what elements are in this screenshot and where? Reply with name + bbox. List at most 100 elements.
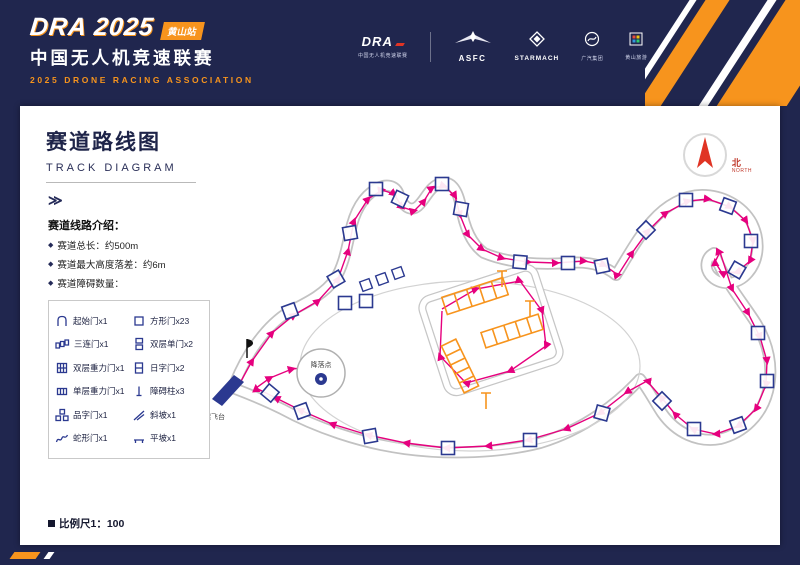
blue-gates	[259, 176, 775, 456]
gate-icon	[440, 440, 456, 456]
snake-gate-icon	[55, 431, 69, 445]
gate-icon	[686, 421, 702, 437]
gate-icon	[718, 196, 738, 216]
bullet-height-drop: ◆赛道最大高度落差：约6m	[48, 260, 166, 271]
track-outline	[233, 183, 770, 453]
legend-item: 双层单门x2	[132, 333, 203, 357]
seal-emblem-icon	[629, 32, 643, 51]
flat-slope-icon	[132, 431, 146, 445]
track-intro: ≫ 赛道线路介绍： ◆赛道总长：约500m ◆赛道最大高度落差：约6m ◆赛道障…	[48, 192, 228, 459]
gate-icon	[728, 415, 748, 435]
track-diagram: 降落点 起飞台	[204, 176, 780, 506]
gate-icon	[341, 224, 359, 242]
legend-item: 平坡x1	[132, 427, 203, 451]
compass-icon	[682, 133, 727, 177]
pin-gate-icon	[55, 408, 69, 422]
gate-icon	[593, 257, 611, 275]
gate-icon	[337, 295, 353, 311]
square-gate-icon	[132, 314, 146, 328]
scale-square-icon	[48, 520, 55, 527]
dra-logo: DRA	[362, 34, 405, 49]
title-block: 赛道路线图 TRACK DIAGRAM	[46, 126, 196, 183]
page-title-en: TRACK DIAGRAM	[46, 162, 196, 183]
legend-left-column: 起始门x1 三连门x1 双层重力门x1 单层重力门x1 品字门x1 蛇形门x1	[55, 309, 126, 450]
partner-asfc: ASFC	[453, 30, 493, 63]
double-gravity-gate-icon	[55, 361, 69, 375]
compass: 北 NORTH	[682, 132, 752, 178]
bullet-track-length: ◆赛道总长：约500m	[48, 241, 139, 252]
legend-item: 障碍柱x3	[132, 380, 203, 404]
takeoff-label: 起飞台	[204, 412, 225, 421]
gate-icon	[759, 373, 775, 389]
scale-indicator: 比例尺1：100	[48, 516, 124, 531]
legend-item: 起始门x1	[55, 309, 126, 333]
gate-icon	[522, 432, 538, 448]
compass-north-cn: 北	[731, 157, 741, 168]
chevron-right-icon: ≫	[48, 192, 63, 208]
gate-icon	[259, 382, 281, 404]
legend-item: 方形门x23	[132, 309, 203, 333]
gate-icon	[512, 254, 528, 270]
gate-icon	[280, 301, 300, 321]
legend-item: 单层重力门x1	[55, 380, 126, 404]
compass-north-en: NORTH	[731, 167, 752, 174]
gate-icon	[678, 192, 694, 208]
header: DRA 2025 黄山站 中国无人机竞速联赛 2025 DRONE RACING…	[0, 0, 800, 106]
asfc-wings-icon	[453, 30, 493, 51]
obstacle-pillar-icon	[132, 384, 146, 398]
legend-box: 起始门x1 三连门x1 双层重力门x1 单层重力门x1 品字门x1 蛇形门x1 …	[48, 300, 210, 459]
gate-icon	[560, 255, 576, 271]
bullet-obstacle-count: ◆赛道障碍数量：	[48, 279, 124, 290]
diagonal-stripes-decoration	[645, 0, 800, 106]
diamond-icon: ◆	[48, 280, 54, 287]
white-corner-accent	[43, 552, 55, 559]
landing-label: 降落点	[311, 360, 332, 369]
gate-icon	[727, 260, 747, 280]
gate-icon	[651, 390, 673, 412]
triple-gate-icon	[55, 337, 70, 351]
gate-icon	[750, 325, 766, 341]
orange-corner-accent	[9, 552, 41, 559]
gate-icon	[326, 269, 346, 289]
start-gate-icon	[55, 314, 69, 328]
partner-divider	[429, 31, 431, 62]
round-emblem-icon	[584, 31, 600, 52]
legend-item: 蛇形门x1	[55, 427, 126, 451]
ramp-icon	[132, 408, 146, 422]
single-gravity-gate-icon	[55, 384, 69, 398]
partner-5: 黄山旅游	[625, 32, 647, 61]
gate-icon	[593, 404, 611, 422]
logo-subtitle-en: 2025 DRONE RACING ASSOCIATION	[30, 75, 254, 85]
station-badge: 黄山站	[159, 22, 205, 40]
gate-icon	[743, 233, 759, 249]
partner-starmach: STARMACH	[515, 31, 560, 62]
landing-point: 降落点	[296, 348, 346, 398]
red-slash-icon	[394, 43, 405, 46]
sun-gate-icon	[132, 361, 146, 375]
content-card: 赛道路线图 TRACK DIAGRAM 北 NORTH ≫ 赛道线路介绍： ◆赛…	[20, 106, 780, 545]
partner-4: 广汽集团	[581, 31, 603, 62]
gate-icon	[361, 427, 379, 445]
starmach-shield-icon	[528, 31, 545, 52]
gate-icon	[452, 200, 470, 218]
logo-subtitle-cn: 中国无人机竞速联赛	[30, 48, 215, 68]
gate-icon	[390, 265, 406, 281]
logo-title: DRA 2025	[28, 13, 156, 41]
gate-icon	[368, 181, 384, 197]
legend-item: 双层重力门x1	[55, 356, 126, 380]
orange-obstacles	[440, 270, 545, 409]
legend-item: 日字门x2	[132, 356, 203, 380]
intro-heading: 赛道线路介绍：	[48, 220, 125, 232]
page-title: 赛道路线图	[46, 131, 161, 154]
event-logo: DRA 2025 黄山站 中国无人机竞速联赛 2025 DRONE RACING…	[28, 13, 254, 85]
gate-icon	[390, 189, 410, 209]
partner-dra: DRA 中国无人机竞速联赛	[358, 34, 408, 59]
gate-icon	[358, 277, 374, 293]
route-line	[239, 180, 772, 453]
takeoff-platform: 起飞台	[204, 339, 254, 421]
legend-item: 斜坡x1	[132, 403, 203, 427]
legend-item: 品字门x1	[55, 403, 126, 427]
legend-right-column: 方形门x23 双层单门x2 日字门x2 障碍柱x3 斜坡x1 平坡x1	[132, 309, 203, 450]
diamond-icon: ◆	[48, 242, 54, 249]
